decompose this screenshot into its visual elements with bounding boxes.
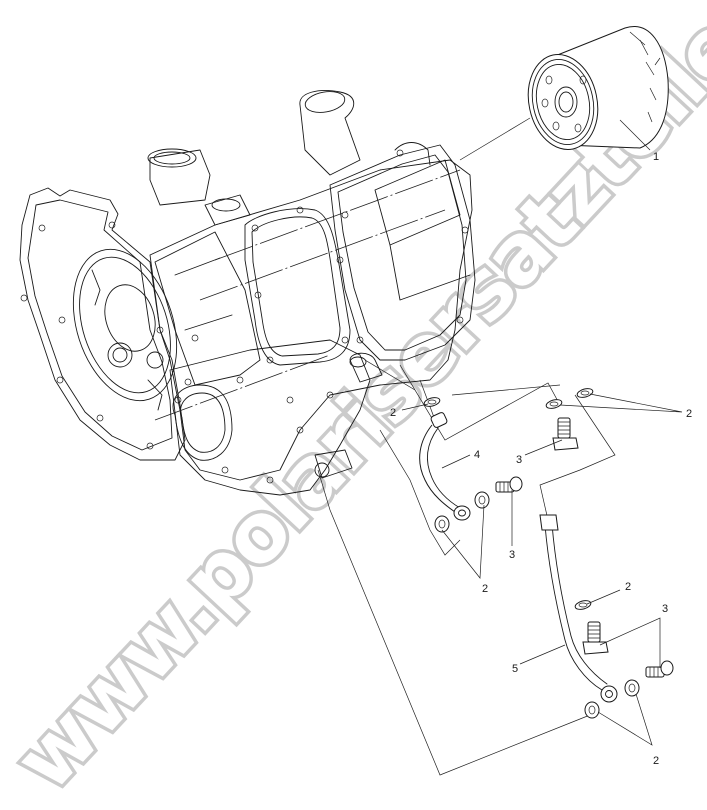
callout-2: 2 [686,408,692,420]
callout-leaders [401,119,683,746]
washer [574,600,592,610]
washer [584,701,600,719]
washer [474,491,490,509]
callout-2: 2 [482,583,488,595]
washer [434,515,450,533]
banjo-bolt [495,476,523,493]
callout-3: 3 [509,549,515,561]
washers [423,388,640,719]
oil-filter [459,26,669,161]
callout-2: 2 [625,581,631,593]
banjo-bolts [495,417,674,678]
callout-4: 4 [474,449,480,461]
washer [576,388,594,398]
callout-2: 2 [653,755,659,767]
washer [545,399,563,409]
banjo-bolt [582,621,609,655]
callout-numbers: 1 2 2 3 4 3 2 2 3 5 2 [390,151,692,767]
callout-3: 3 [516,454,522,466]
callout-2: 2 [390,407,396,419]
banjo-bolt [645,660,674,678]
callout-3: 3 [662,603,668,615]
oil-line-upper [419,412,471,521]
assembly-guide-lines [317,359,616,776]
engine-crankcase [19,90,476,496]
washer [423,397,441,407]
callout-5: 5 [512,663,518,675]
oil-line-lower [539,514,618,703]
washer [624,679,640,697]
callout-1: 1 [653,151,659,163]
banjo-bolt [552,417,579,451]
